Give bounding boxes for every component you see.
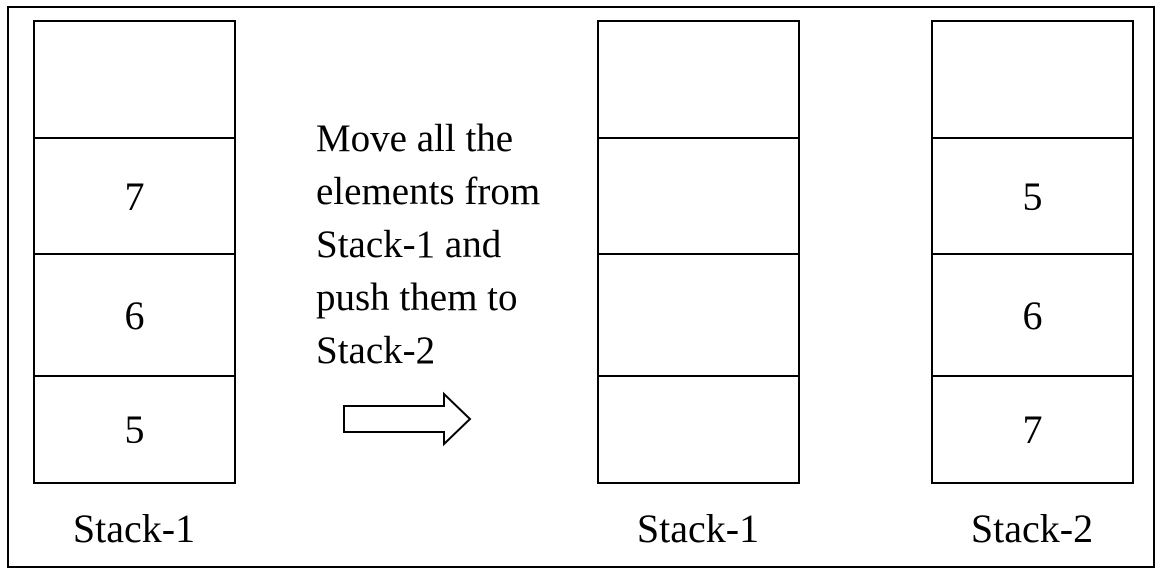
stack-cell: 7 — [35, 137, 234, 253]
stack-label: Stack-1 — [72, 506, 196, 551]
stack-1-after — [597, 20, 800, 484]
right-arrow-icon — [343, 391, 472, 447]
stack-cell: 5 — [35, 375, 234, 482]
stack-1-before: 7 6 5 — [33, 20, 236, 484]
stack-cell — [599, 22, 798, 137]
stack-cell: 7 — [933, 375, 1132, 482]
stack-cell — [599, 137, 798, 253]
stack-cell: 6 — [35, 253, 234, 375]
stack-cell: 5 — [933, 137, 1132, 253]
stack-cell — [599, 375, 798, 482]
instruction-text: Move all the elements from Stack-1 and p… — [316, 117, 541, 372]
stack-cell — [35, 22, 234, 137]
stack-cell: 6 — [933, 253, 1132, 375]
stack-cell — [599, 253, 798, 375]
stack-label: Stack-1 — [636, 506, 760, 551]
stack-2-after: 5 6 7 — [931, 20, 1134, 484]
stack-cell — [933, 22, 1132, 137]
stack-label: Stack-2 — [970, 506, 1094, 551]
diagram-frame — [7, 6, 1155, 568]
